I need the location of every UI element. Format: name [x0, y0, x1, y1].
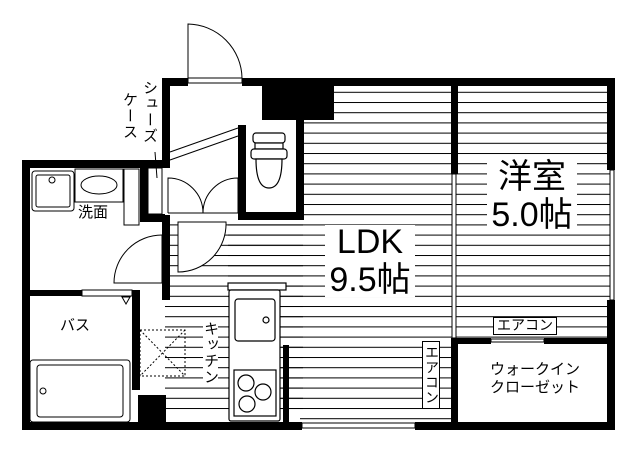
- washroom-label: 洗面: [78, 203, 109, 221]
- closet-line1: ウォークイン: [489, 360, 580, 378]
- closet-line2: クローゼット: [489, 378, 580, 396]
- aircon-ldk-label: エアコン: [422, 341, 440, 409]
- ldk-door: [177, 221, 227, 273]
- shoe-case-label: シューズ ケース: [120, 80, 160, 160]
- entrance-door: [187, 23, 243, 84]
- kitchen-counter: [227, 282, 287, 422]
- western-room-label: 洋室 5.0帖: [487, 160, 577, 232]
- aircon-western-label: エアコン: [493, 317, 557, 335]
- ldk-label: LDK 9.5帖: [325, 225, 415, 297]
- walls[interactable]: [22, 78, 615, 430]
- kitchen-label: キッチン: [202, 321, 220, 385]
- ldk-name: LDK: [336, 223, 404, 261]
- bath-label: バス: [60, 316, 91, 334]
- western-room-name: 洋室: [498, 158, 566, 196]
- washroom-fixtures: [31, 168, 140, 226]
- shoe-case-line2: ケース: [121, 92, 139, 140]
- hall-double-door: [167, 177, 239, 214]
- ldk-size: 9.5帖: [329, 261, 411, 299]
- refrigerator-space: [139, 329, 186, 377]
- western-room-size: 5.0帖: [491, 196, 573, 234]
- washroom-door: [113, 234, 163, 284]
- shoe-case-line1: シューズ: [141, 80, 159, 144]
- bath-fixtures: [29, 289, 133, 423]
- windows[interactable]: [301, 169, 615, 429]
- walk-in-closet-label: ウォークイン クローゼット: [470, 362, 600, 395]
- shoe-case: [147, 127, 239, 215]
- toilet-icon: [250, 132, 288, 189]
